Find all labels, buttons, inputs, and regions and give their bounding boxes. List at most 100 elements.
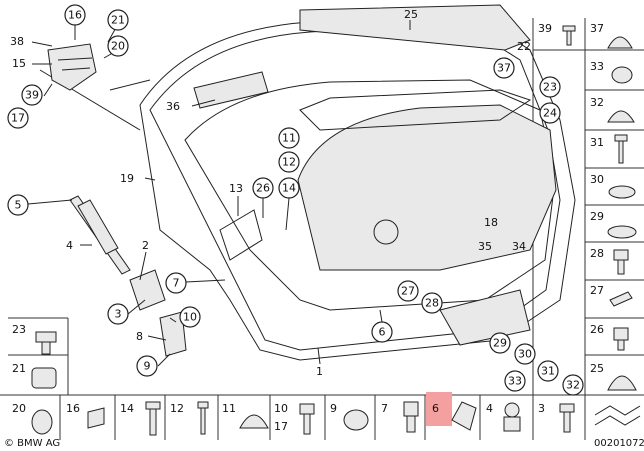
callout-36: 36 [166, 100, 180, 113]
svg-text:16: 16 [68, 9, 82, 22]
grid-label-21: 21 [12, 362, 26, 375]
svg-text:3: 3 [115, 308, 122, 321]
callout-8: 8 [136, 330, 143, 343]
svg-text:21: 21 [111, 14, 125, 27]
callout-39: 39 [21, 84, 43, 106]
svg-text:5: 5 [15, 199, 22, 212]
svg-text:37: 37 [497, 62, 511, 75]
callout-21: 21 [107, 9, 129, 31]
grid-label-4: 4 [486, 402, 493, 415]
bolt-icon [614, 134, 628, 164]
grid-label-31: 31 [590, 136, 604, 149]
callout-32: 32 [562, 374, 584, 396]
screw-icon [559, 403, 575, 433]
highlight-box [426, 392, 452, 426]
svg-text:27: 27 [401, 285, 415, 298]
cap-icon [607, 36, 633, 49]
grid-label-23: 23 [12, 323, 26, 336]
callout-22: 22 [517, 40, 531, 53]
stud-icon [613, 249, 629, 275]
svg-text:12: 12 [282, 156, 296, 169]
washer-icon [608, 185, 636, 199]
diagram-code: 00201072 [594, 438, 644, 449]
callout-11: 11 [278, 127, 300, 149]
svg-text:30: 30 [518, 348, 532, 361]
grid-label-16: 16 [66, 402, 80, 415]
grommet-icon [239, 414, 269, 429]
copyright-label: © BMW AG [4, 438, 60, 449]
callout-23: 23 [539, 76, 561, 98]
grid-label-3: 3 [538, 402, 545, 415]
callout-14: 14 [278, 177, 300, 199]
callout-7: 7 [165, 272, 187, 294]
grid-label-9: 9 [330, 402, 337, 415]
svg-text:10: 10 [183, 311, 197, 324]
svg-text:23: 23 [543, 81, 557, 94]
grid-label-6: 6 [432, 402, 439, 415]
nut-icon [31, 409, 53, 435]
svg-text:31: 31 [541, 365, 555, 378]
callout-3: 3 [107, 303, 129, 325]
cap-nut-icon [343, 409, 369, 431]
svg-text:33: 33 [508, 375, 522, 388]
clip-icon [607, 225, 637, 239]
svg-text:29: 29 [493, 337, 507, 350]
grid-label-25: 25 [590, 362, 604, 375]
callout-31: 31 [537, 360, 559, 382]
grid-label-20: 20 [12, 402, 26, 415]
pin-icon [609, 291, 633, 307]
grid-label-37: 37 [590, 22, 604, 35]
latch-pin-icon [403, 401, 419, 433]
callout-28: 28 [421, 292, 443, 314]
svg-text:39: 39 [25, 89, 39, 102]
callout-6: 6 [371, 321, 393, 343]
svg-text:14: 14 [282, 182, 296, 195]
plug-icon [607, 110, 635, 123]
screw-icon [145, 401, 161, 436]
grid-label-12: 12 [170, 402, 184, 415]
callout-29: 29 [489, 332, 511, 354]
callout-15: 15 [12, 57, 26, 70]
grid-label-10: 10 [274, 402, 288, 415]
pin-icon [197, 401, 209, 435]
buffer-icon [607, 375, 637, 391]
callout-17: 17 [7, 107, 29, 129]
callout-13: 13 [229, 182, 243, 195]
grid-label-33: 33 [590, 60, 604, 73]
bolt-icon [35, 331, 57, 355]
callout-35: 35 [478, 240, 492, 253]
grid-label-14: 14 [120, 402, 134, 415]
ball-stud-icon [503, 402, 521, 432]
grid-label-32: 32 [590, 96, 604, 109]
callout-20: 20 [107, 35, 129, 57]
callout-37: 37 [493, 57, 515, 79]
grid-label-39: 39 [538, 22, 552, 35]
grid-label-11: 11 [222, 402, 236, 415]
svg-text:24: 24 [543, 107, 557, 120]
striker-icon [451, 401, 477, 431]
callout-34: 34 [512, 240, 526, 253]
grid-label-17: 17 [274, 420, 288, 433]
svg-text:32: 32 [566, 379, 580, 392]
callout-38: 38 [10, 35, 24, 48]
callout-12: 12 [278, 151, 300, 173]
callout-5: 5 [7, 194, 29, 216]
svg-text:20: 20 [111, 40, 125, 53]
callout-9: 9 [136, 355, 158, 377]
callout-4: 4 [66, 239, 73, 252]
svg-text:7: 7 [173, 277, 180, 290]
callout-1: 1 [316, 365, 323, 378]
grid-label-26: 26 [590, 323, 604, 336]
svg-text:28: 28 [425, 297, 439, 310]
screw-icon [562, 25, 576, 46]
callout-19: 19 [120, 172, 134, 185]
leader-lines [27, 20, 411, 367]
svg-text:11: 11 [282, 132, 296, 145]
callout-2: 2 [142, 239, 149, 252]
grid-label-27: 27 [590, 284, 604, 297]
svg-text:9: 9 [144, 360, 151, 373]
svg-text:26: 26 [256, 182, 270, 195]
bolt-icon [299, 403, 315, 435]
right-parts-column: 39 37 33 32 31 30 29 28 27 26 25 [532, 18, 644, 395]
